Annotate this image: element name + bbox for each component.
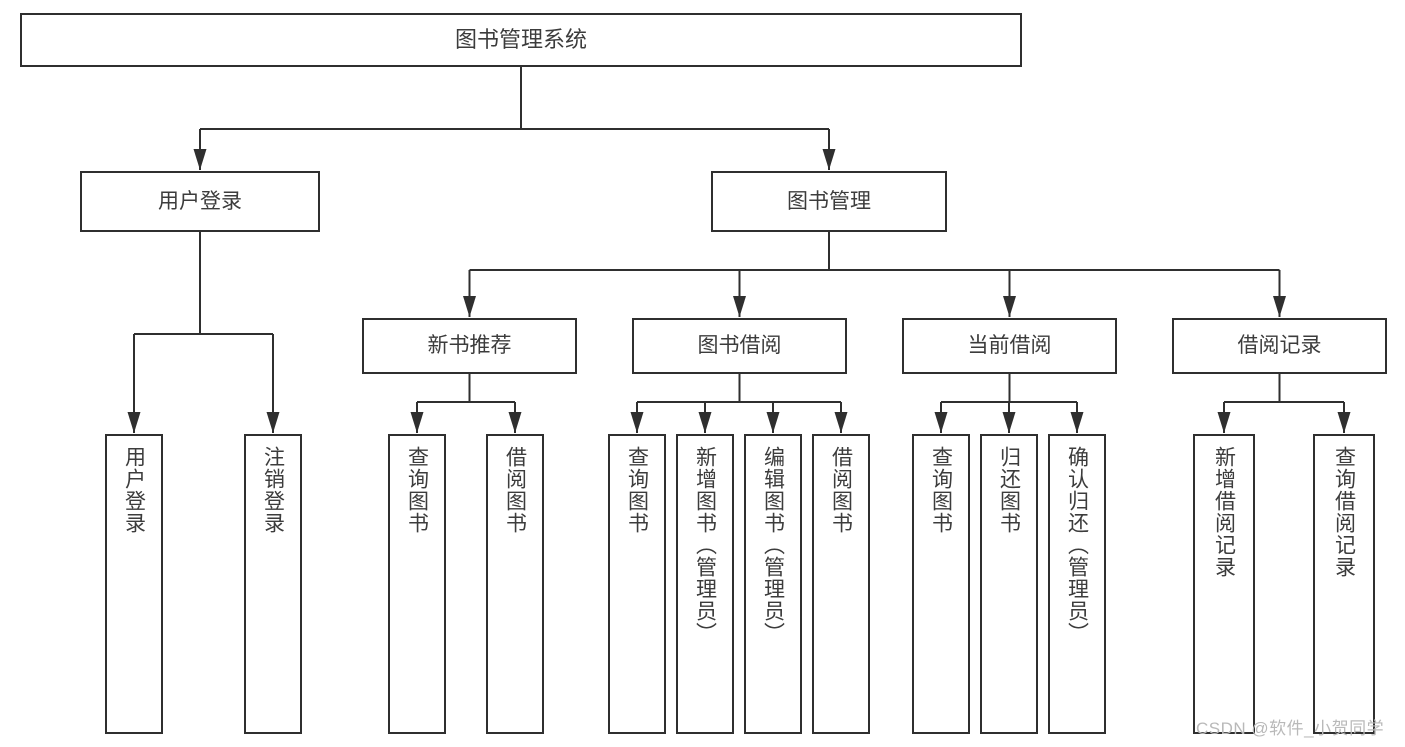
arrowhead-icon bbox=[410, 412, 424, 433]
node-label: 用户登录 bbox=[158, 189, 242, 213]
node-label: 归还图书 bbox=[997, 446, 1021, 534]
node-leaf-query-book-borrow[interactable]: 查询图书 bbox=[608, 434, 666, 734]
arrowhead-icon bbox=[127, 412, 141, 433]
node-leaf-query-record[interactable]: 查询借阅记录 bbox=[1313, 434, 1375, 734]
node-leaf-user-login[interactable]: 用户登录 bbox=[105, 434, 163, 734]
node-label: 图书管理 bbox=[787, 189, 871, 213]
arrowhead-icon bbox=[508, 412, 522, 433]
node-leaf-add-book[interactable]: 新增图书（管理员） bbox=[676, 434, 734, 734]
node-leaf-return-book[interactable]: 归还图书 bbox=[980, 434, 1038, 734]
arrowhead-icon bbox=[766, 412, 780, 433]
node-leaf-query-book-recommend[interactable]: 查询图书 bbox=[388, 434, 446, 734]
node-label: 借阅记录 bbox=[1237, 334, 1322, 358]
arrowhead-icon bbox=[1003, 296, 1016, 317]
node-label: 查询借阅记录 bbox=[1332, 446, 1356, 578]
node-leaf-add-record[interactable]: 新增借阅记录 bbox=[1193, 434, 1255, 734]
arrowhead-icon bbox=[934, 412, 948, 433]
node-leaf-logout[interactable]: 注销登录 bbox=[244, 434, 302, 734]
node-root[interactable]: 图书管理系统 bbox=[20, 13, 1022, 67]
node-label: 查询图书 bbox=[625, 446, 649, 534]
node-label: 新书推荐 bbox=[427, 334, 512, 358]
node-label: 新增借阅记录 bbox=[1212, 446, 1236, 578]
node-book-borrow[interactable]: 图书借阅 bbox=[632, 318, 847, 374]
arrowhead-icon bbox=[698, 412, 712, 433]
arrowhead-icon bbox=[1070, 412, 1084, 433]
arrowhead-icon bbox=[266, 412, 280, 433]
node-current-borrow[interactable]: 当前借阅 bbox=[902, 318, 1117, 374]
node-label: 注销登录 bbox=[261, 446, 285, 534]
arrowhead-icon bbox=[630, 412, 644, 433]
node-label: 借阅图书 bbox=[829, 446, 853, 534]
node-label: 编辑图书（管理员） bbox=[761, 446, 785, 644]
node-book-manage[interactable]: 图书管理 bbox=[711, 171, 947, 232]
node-borrow-record[interactable]: 借阅记录 bbox=[1172, 318, 1387, 374]
node-label: 当前借阅 bbox=[967, 334, 1052, 358]
arrowhead-icon bbox=[733, 296, 746, 317]
arrowhead-icon bbox=[1002, 412, 1016, 433]
node-leaf-confirm-return[interactable]: 确认归还（管理员） bbox=[1048, 434, 1106, 734]
node-label: 查询图书 bbox=[405, 446, 429, 534]
node-user-login[interactable]: 用户登录 bbox=[80, 171, 320, 232]
node-label: 图书借阅 bbox=[697, 334, 782, 358]
node-leaf-edit-book[interactable]: 编辑图书（管理员） bbox=[744, 434, 802, 734]
arrowhead-icon bbox=[1337, 412, 1351, 433]
arrowhead-icon bbox=[1217, 412, 1231, 433]
node-leaf-borrow-book[interactable]: 借阅图书 bbox=[812, 434, 870, 734]
arrowhead-icon bbox=[463, 296, 476, 317]
node-label: 新增图书（管理员） bbox=[693, 446, 717, 644]
arrowhead-icon bbox=[834, 412, 848, 433]
arrowhead-icon bbox=[822, 149, 836, 170]
node-label: 用户登录 bbox=[122, 446, 146, 534]
node-label: 查询图书 bbox=[929, 446, 953, 534]
node-label: 确认归还（管理员） bbox=[1065, 446, 1089, 644]
node-label: 借阅图书 bbox=[503, 446, 527, 534]
node-leaf-query-book-current[interactable]: 查询图书 bbox=[912, 434, 970, 734]
node-new-book-recommend[interactable]: 新书推荐 bbox=[362, 318, 577, 374]
arrowhead-icon bbox=[1273, 296, 1286, 317]
arrowhead-icon bbox=[193, 149, 207, 170]
node-leaf-borrow-book-recommend[interactable]: 借阅图书 bbox=[486, 434, 544, 734]
csdn-watermark: CSDN @软件_小贺同学 bbox=[1196, 719, 1385, 738]
node-label: 图书管理系统 bbox=[454, 27, 587, 53]
